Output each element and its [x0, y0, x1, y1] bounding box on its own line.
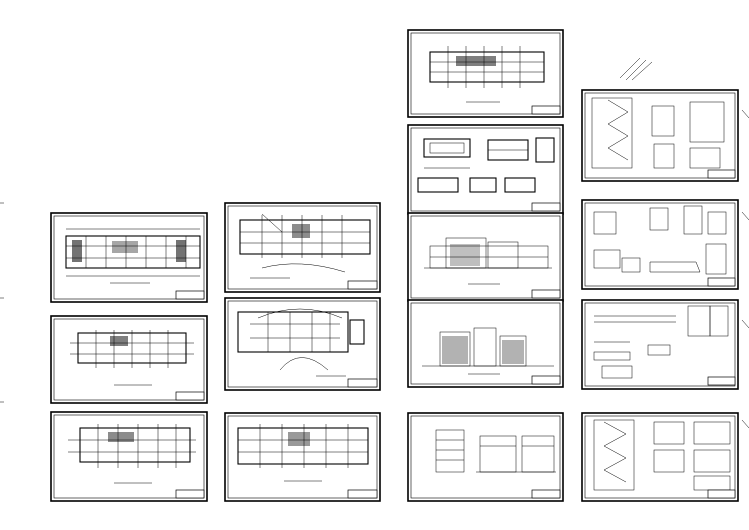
- sheet-floor-plan-3[interactable]: [50, 411, 208, 502]
- edge-marks: [0, 202, 4, 403]
- sheet-floor-plan-1[interactable]: [50, 212, 208, 303]
- sheet-site-plan[interactable]: [224, 297, 381, 391]
- sheet-sections[interactable]: [407, 412, 564, 502]
- sheet-elevation-2[interactable]: [407, 299, 564, 388]
- sheet-details-2[interactable]: [581, 199, 739, 290]
- leader-annotations: [619, 57, 749, 429]
- sheet-stair-details-2[interactable]: [581, 412, 739, 502]
- sheet-details-1[interactable]: [407, 124, 564, 215]
- sheet-stair-details-1[interactable]: [581, 89, 739, 182]
- sheet-details-3[interactable]: [581, 299, 739, 390]
- sheet-elevation-1[interactable]: [407, 212, 564, 302]
- sheet-floor-plan-4[interactable]: [224, 202, 381, 293]
- sheet-floor-plan-6[interactable]: [407, 29, 564, 118]
- sheet-floor-plan-2[interactable]: [50, 315, 208, 404]
- sheet-floor-plan-5[interactable]: [224, 412, 381, 502]
